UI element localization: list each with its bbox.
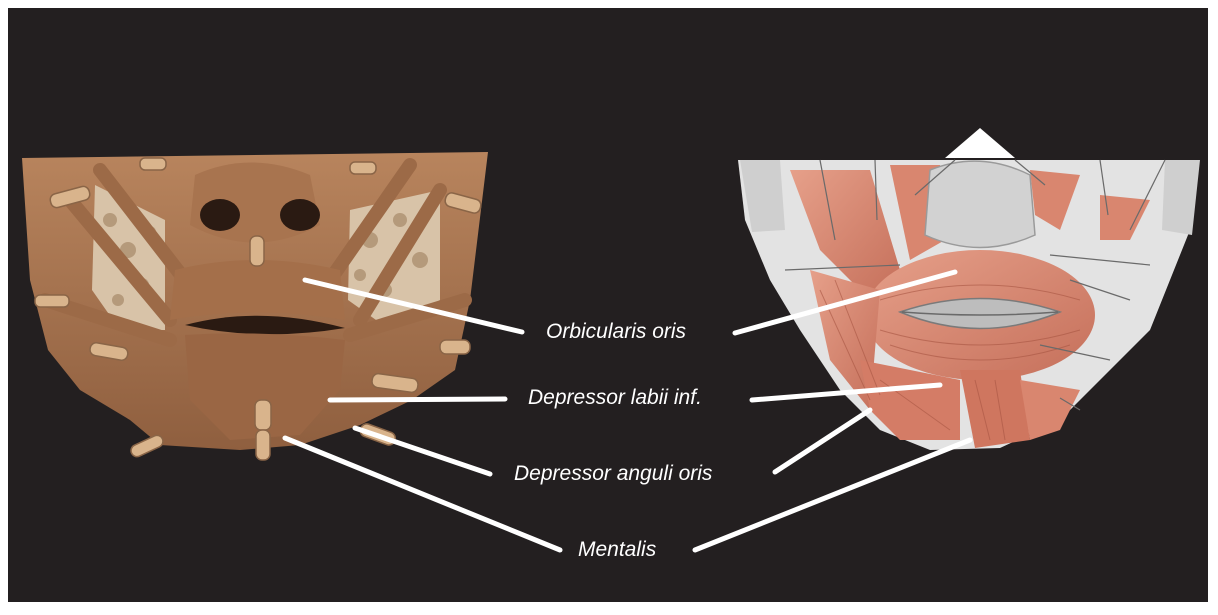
leader-depressor-labii-left bbox=[330, 399, 505, 400]
clay-upper-lip bbox=[170, 260, 345, 320]
clay-nostril-left bbox=[200, 199, 240, 231]
label-depressor-anguli-oris: Depressor anguli oris bbox=[514, 462, 712, 486]
clay-nostril-right bbox=[280, 199, 320, 231]
illustration-nose bbox=[925, 161, 1035, 247]
label-depressor-labii-inf: Depressor labii inf. bbox=[528, 386, 702, 410]
label-orbicularis-oris: Orbicularis oris bbox=[546, 320, 686, 344]
label-mentalis: Mentalis bbox=[578, 538, 656, 562]
